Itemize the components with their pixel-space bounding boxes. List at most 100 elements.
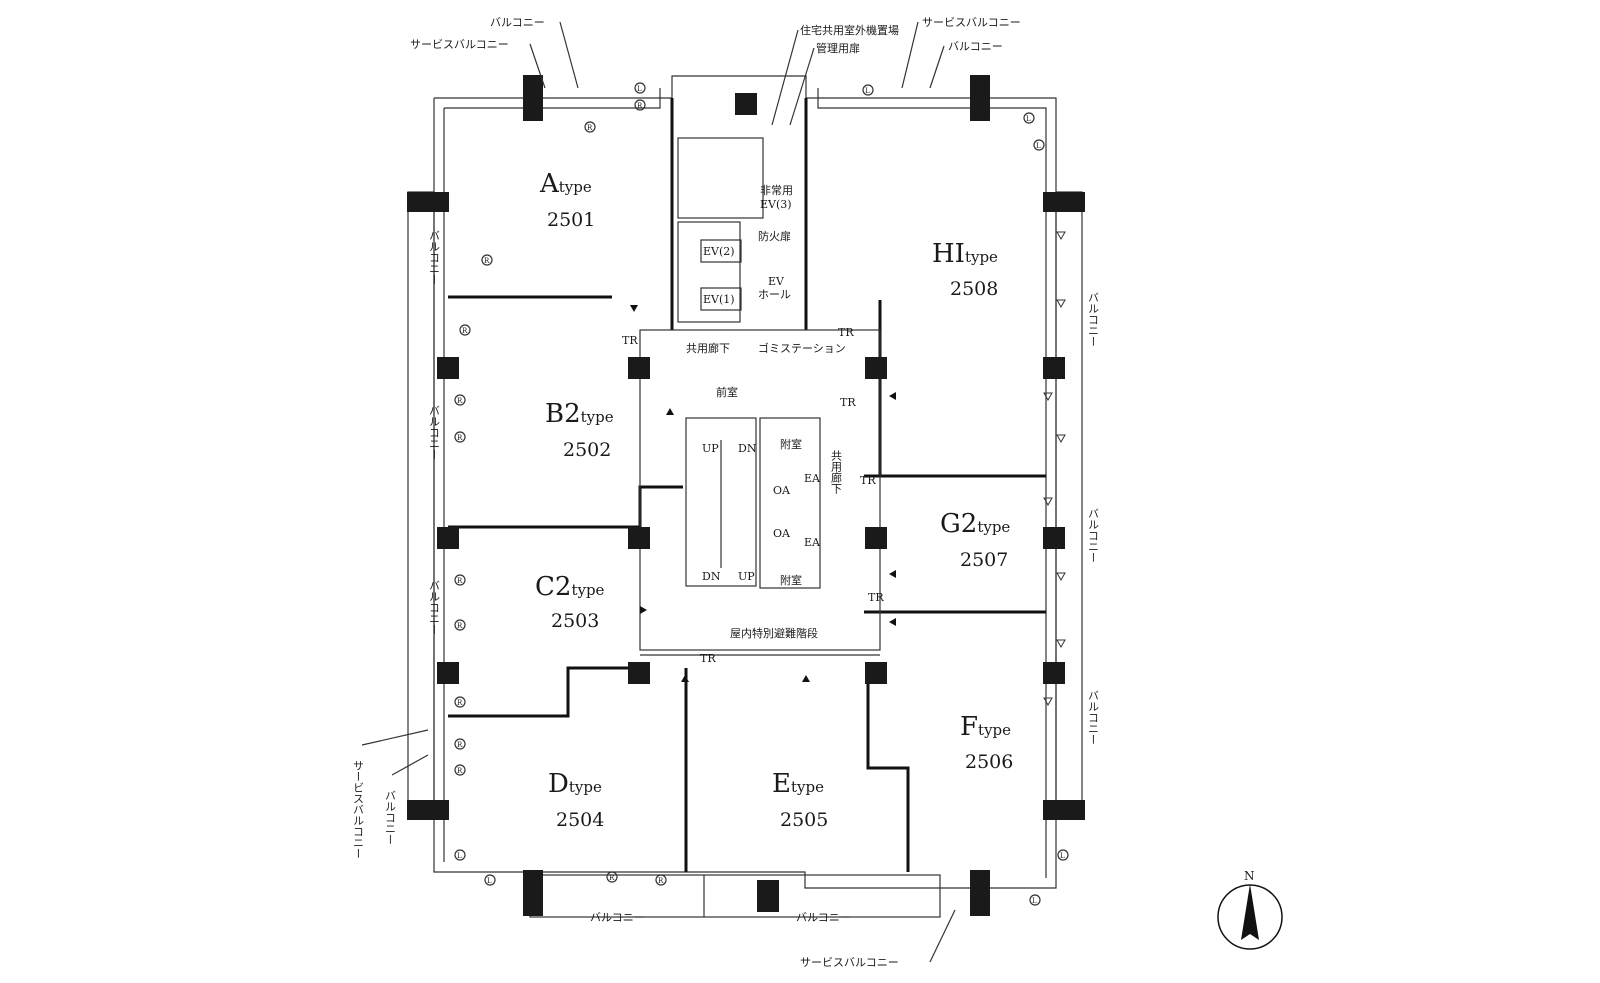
- unit-2507: G2type 2507: [940, 509, 1010, 571]
- common-corridor-label: 共用廊下: [686, 341, 730, 355]
- structural-column-icon: [1043, 357, 1065, 379]
- svg-text:L: L: [487, 877, 492, 885]
- structural-column-icon: [970, 75, 990, 121]
- annotations: バルコニー サービスバルコニー 住宅共用室外機置場 管理用扉 サービスバルコニー…: [352, 16, 1100, 969]
- structural-column-icon: [407, 192, 449, 212]
- svg-text:Ftype: Ftype: [960, 712, 1011, 742]
- r-mark-icon: R: [634, 99, 646, 111]
- svg-text:L: L: [1036, 142, 1041, 150]
- structural-column-icon: [628, 662, 650, 684]
- structural-column-icon: [1043, 662, 1065, 684]
- balcony-label-left-1: バルコニー: [428, 230, 441, 285]
- svg-text:2508: 2508: [950, 278, 998, 300]
- r-mark-icon: R: [454, 696, 466, 708]
- svg-text:R: R: [609, 874, 615, 882]
- svg-text:R: R: [658, 877, 664, 885]
- svg-text:R: R: [457, 577, 463, 585]
- ev2-label: EV(2): [703, 245, 735, 258]
- svg-text:R: R: [457, 622, 463, 630]
- l-mark-icon: L: [1023, 112, 1035, 124]
- equipment-marks: R R R R R R R R R R R R R L L L L L L L …: [454, 82, 1069, 906]
- ev-hall-label-2: ホール: [758, 288, 791, 301]
- svg-text:2502: 2502: [563, 439, 611, 461]
- ev3-label: EV(3): [760, 198, 792, 211]
- balcony-label-bottom-1: バルコニー: [590, 911, 645, 924]
- north-label: N: [1244, 869, 1255, 883]
- r-mark-icon: R: [655, 874, 667, 886]
- oa-label-2: OA: [773, 527, 791, 540]
- r-mark-icon: R: [454, 738, 466, 750]
- l-mark-icon: L: [1033, 139, 1045, 151]
- svg-text:2507: 2507: [960, 549, 1008, 571]
- structural-column-icon: [865, 662, 887, 684]
- north-arrow-icon: N: [1217, 869, 1283, 950]
- balcony-label-right-1: バルコニー: [1087, 292, 1100, 347]
- unit-2505: Etype 2505: [772, 769, 828, 831]
- svg-text:G2type: G2type: [940, 509, 1010, 539]
- svg-text:R: R: [462, 327, 468, 335]
- management-door-label: 管理用扉: [816, 41, 860, 55]
- r-mark-icon: R: [454, 394, 466, 406]
- tr-label-3: TR: [840, 396, 856, 409]
- r-mark-icon: R: [454, 619, 466, 631]
- svg-text:2505: 2505: [780, 809, 828, 831]
- l-mark-icon: L: [454, 849, 466, 861]
- structural-column-icon: [1043, 192, 1085, 212]
- tr-label-2: TR: [838, 326, 854, 339]
- annex-room-label: 附室: [780, 437, 802, 451]
- ea-label-1: EA: [804, 472, 821, 485]
- structural-column-icon: [437, 662, 459, 684]
- balcony-label-left-3: バルコニー: [428, 580, 441, 635]
- ev-hall-label: EV: [768, 275, 785, 288]
- r-mark-icon: R: [454, 764, 466, 776]
- svg-text:R: R: [457, 397, 463, 405]
- service-balcony-label-top-right: サービスバルコニー: [922, 16, 1021, 29]
- stair-dn-label-2: DN: [702, 570, 721, 583]
- svg-text:B2type: B2type: [545, 399, 614, 429]
- structural-column-icon: [628, 357, 650, 379]
- annex-room-label-2: 附室: [780, 573, 802, 587]
- balcony-label-left-2: バルコニー: [428, 405, 441, 460]
- balcony-label-right-3: バルコニー: [1087, 690, 1100, 745]
- structural-column-icon: [407, 800, 449, 820]
- r-mark-icon: R: [481, 254, 493, 266]
- service-balcony-label: サービスバルコニー: [410, 38, 509, 51]
- stairs-label: 屋内特別避難階段: [730, 626, 818, 640]
- ea-label-2: EA: [804, 536, 821, 549]
- svg-text:R: R: [457, 434, 463, 442]
- structural-column-icon: [865, 357, 887, 379]
- svg-text:R: R: [457, 699, 463, 707]
- balcony-label-top-right: バルコニー: [948, 40, 1003, 53]
- svg-text:2506: 2506: [965, 751, 1013, 773]
- oa-label-1: OA: [773, 484, 791, 497]
- balcony-label-right-2: バルコニー: [1087, 508, 1100, 563]
- ev1-label: EV(1): [703, 293, 735, 306]
- svg-text:Dtype: Dtype: [548, 769, 602, 799]
- svg-text:R: R: [587, 124, 593, 132]
- l-mark-icon: L: [862, 84, 874, 96]
- service-balcony-label-bottom: サービスバルコニー: [800, 956, 899, 969]
- svg-text:Etype: Etype: [772, 769, 824, 799]
- svg-text:2503: 2503: [551, 610, 599, 632]
- building-outline: [407, 75, 1083, 918]
- fire-door-label: 防火扉: [758, 229, 791, 243]
- r-mark-icon: R: [606, 871, 618, 883]
- door-arrow-icon: [630, 305, 896, 682]
- vent-triangle-icon: [1043, 231, 1066, 707]
- structural-column-icon: [1043, 800, 1085, 820]
- stair-up-label-2: UP: [738, 570, 755, 583]
- l-mark-icon: L: [1057, 849, 1069, 861]
- unit-2503: C2type 2503: [535, 572, 605, 632]
- unit-2506: Ftype 2506: [960, 712, 1013, 773]
- unit-2508: HItype 2508: [932, 239, 998, 300]
- emergency-ev-label: 非常用: [760, 184, 793, 197]
- r-mark-icon: R: [454, 574, 466, 586]
- structural-column-icon: [865, 527, 887, 549]
- structural-column-icon: [735, 93, 757, 115]
- svg-text:2501: 2501: [547, 209, 595, 231]
- svg-text:L: L: [457, 852, 462, 860]
- unit-labels: Atype 2501 B2type 2502 C2type 2503 Dtype…: [535, 169, 1013, 831]
- l-mark-icon: L: [634, 82, 646, 94]
- r-mark-icon: R: [454, 431, 466, 443]
- interior-walls: [448, 98, 1046, 872]
